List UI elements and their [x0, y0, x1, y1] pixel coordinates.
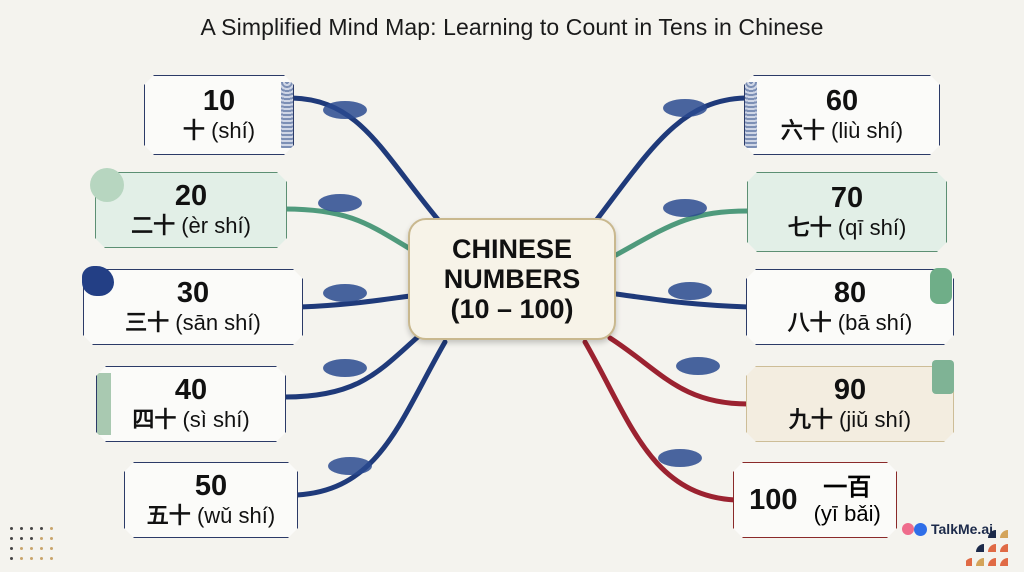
node-pinyin: (shí): [211, 117, 256, 143]
node-hanzi: 八十: [787, 310, 832, 336]
lotus-ornament-icons: [318, 99, 720, 475]
node-pinyin: (yī bǎi): [813, 501, 881, 526]
node-pinyin: (jiǔ shí): [839, 406, 912, 432]
node-hanzi: 一百: [823, 473, 872, 501]
branch-50: [294, 339, 448, 498]
node-90: 90 九十 (jiǔ shí): [746, 366, 954, 442]
node-30: 30 三十 (sān shí): [83, 269, 303, 345]
node-pinyin: (èr shí): [181, 212, 251, 238]
robot-face-icon: [914, 522, 927, 536]
node-100: 100 一百 (yī bǎi): [733, 462, 897, 538]
brand-logo: TalkMe.ai: [902, 521, 993, 537]
node-number: 60: [825, 84, 859, 117]
node-hanzi: 五十: [146, 503, 191, 529]
node-pinyin: (sì shí): [182, 406, 250, 432]
page-title: A Simplified Mind Map: Learning to Count…: [200, 14, 824, 40]
node-pinyin: (bā shí): [837, 309, 913, 335]
node-20: 20 二十 (èr shí): [95, 172, 287, 248]
node-number: 100: [749, 484, 798, 516]
node-hanzi: 六十: [780, 118, 825, 144]
branch-30: [297, 293, 413, 310]
brand-name: TalkMe.ai: [931, 521, 993, 537]
branch-60: [592, 95, 748, 225]
wave-pattern-icon: [745, 82, 757, 148]
node-number: 50: [194, 469, 228, 502]
node-70: 70 七十 (qī shí): [747, 172, 947, 252]
node-number: 80: [833, 276, 867, 309]
node-60: 60 六十 (liù shí): [744, 75, 940, 155]
node-40: 40 四十 (sì shí): [96, 366, 286, 442]
node-80: 80 八十 (bā shí): [746, 269, 954, 345]
branch-70: [613, 208, 751, 258]
node-number: 70: [830, 181, 864, 214]
dot-grid-decoration: [10, 527, 60, 560]
center-line-2: NUMBERS: [443, 264, 581, 294]
node-hanzi: 十: [182, 118, 205, 144]
branch-90: [607, 335, 751, 407]
central-topic: CHINESE NUMBERS (10 – 100): [408, 218, 616, 340]
node-number: 10: [202, 84, 236, 117]
node-hanzi: 三十: [125, 310, 170, 336]
node-hanzi: 七十: [787, 215, 832, 241]
cloud-ornament-icon: [82, 266, 114, 296]
node-number: 40: [174, 373, 208, 406]
branch-10: [289, 95, 443, 225]
node-hanzi: 四十: [132, 407, 177, 433]
jade-pendant-icon: [930, 268, 952, 304]
node-pinyin: (wǔ shí): [196, 502, 276, 528]
wave-pattern-icon: [281, 82, 293, 148]
seal-stamp-icon: [932, 360, 954, 394]
node-50: 50 五十 (wǔ shí): [124, 462, 298, 538]
branch-80: [613, 291, 751, 310]
node-number: 90: [833, 373, 867, 406]
node-pinyin: (liù shí): [831, 117, 904, 143]
node-hanzi: 九十: [788, 407, 833, 433]
center-line-1: CHINESE: [451, 234, 573, 264]
branch-100: [582, 339, 738, 503]
node-number: 30: [176, 276, 210, 309]
tile-pattern-decoration: [966, 530, 1008, 566]
branch-20: [282, 206, 415, 253]
node-pinyin: (sān shí): [175, 309, 261, 335]
branch-40: [282, 332, 423, 400]
node-hanzi: 二十: [131, 213, 176, 239]
center-line-3: (10 – 100): [450, 294, 574, 324]
node-10: 10 十 (shí): [144, 75, 294, 155]
chat-bubble-icon: [902, 523, 914, 535]
jade-seal-icon: [90, 168, 124, 202]
jade-medallion-icon: [97, 373, 111, 435]
node-number: 20: [174, 179, 208, 212]
node-pinyin: (qī shí): [837, 214, 907, 240]
